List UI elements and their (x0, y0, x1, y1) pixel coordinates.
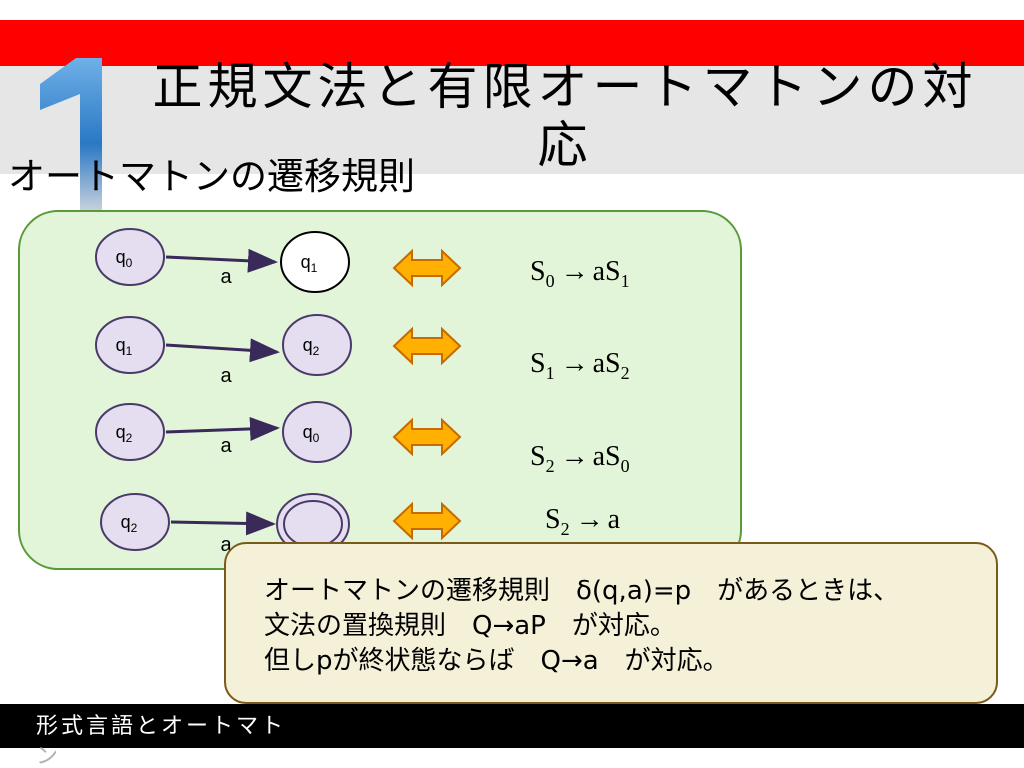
transition-arrow-3 (165, 416, 280, 441)
explanation-box: オートマトンの遷移規則 δ(q,a)=p があるときは、 文法の置換規則 Q→a… (224, 542, 998, 704)
section-heading: オートマトンの遷移規則 (8, 155, 415, 198)
note-line-2: 文法の置換規則 Q→aP が対応。 (264, 611, 676, 641)
slide-number-graphic (40, 58, 102, 214)
edge-label-1: a (220, 266, 232, 288)
to-state-1 (280, 231, 350, 293)
transition-arrow-2 (165, 338, 280, 363)
correspondence-arrow-icon-1 (392, 248, 462, 288)
correspondence-arrow-icon-3 (392, 417, 462, 457)
from-state-1 (95, 228, 165, 286)
final-state-inner-4 (283, 500, 343, 548)
correspondence-arrow-icon-4 (392, 501, 462, 541)
from-state-2 (95, 316, 165, 374)
grammar-rule-1: S0→aS1 (530, 256, 630, 291)
from-state-4 (100, 493, 170, 551)
transition-arrow-4 (170, 511, 276, 536)
edge-label-2: a (220, 365, 232, 387)
from-state-3 (95, 403, 165, 461)
transition-arrow-1 (165, 248, 278, 273)
footer-course-title-wrap: ン (36, 746, 59, 768)
to-state-2 (282, 314, 352, 376)
grammar-rule-4: S2→a (545, 504, 621, 539)
footer-course-title: 形式言語とオートマト (36, 714, 287, 739)
title-background-band (0, 66, 1024, 174)
grammar-rule-3: S2→aS0 (530, 441, 630, 476)
correspondence-arrow-icon-2 (392, 326, 462, 366)
footer-bar (0, 704, 1024, 748)
note-line-1: オートマトンの遷移規則 δ(q,a)=p があるときは、 (264, 576, 900, 606)
slide-title: 正規文法と有限オートマトンの対応 (152, 58, 978, 174)
to-state-3 (282, 401, 352, 463)
title-accent-band (0, 20, 1024, 66)
note-line-3: 但しpが終状態ならば Q→a が対応。 (264, 646, 729, 676)
grammar-rule-2: S1→aS2 (530, 348, 630, 383)
edge-label-3: a (220, 435, 232, 457)
